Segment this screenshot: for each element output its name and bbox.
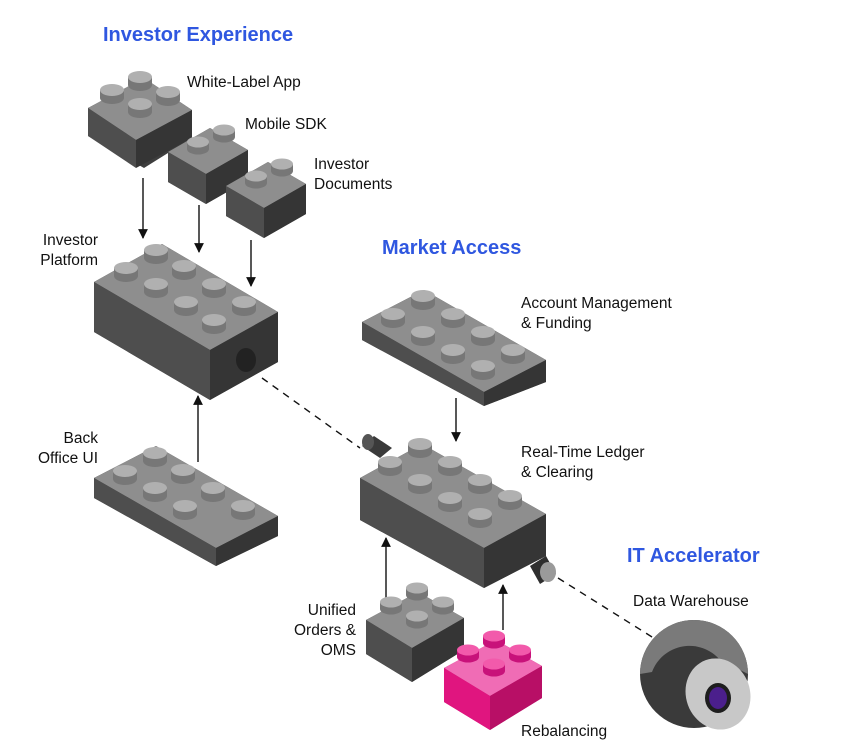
stud	[143, 447, 167, 467]
warehouse-core	[709, 687, 727, 709]
stud	[143, 482, 167, 502]
label-line: & Clearing	[521, 464, 594, 481]
stud	[128, 98, 152, 118]
stud	[144, 244, 168, 264]
stud	[202, 278, 226, 298]
label-line: Documents	[314, 176, 393, 193]
stud	[509, 644, 531, 663]
stud	[174, 296, 198, 316]
section-title-investor-experience: Investor Experience	[103, 24, 294, 46]
stud	[271, 158, 293, 177]
stud	[438, 492, 462, 512]
stud	[483, 658, 505, 677]
investor-platform-brick[interactable]	[94, 244, 278, 400]
connectors	[138, 178, 661, 643]
unified-orders-brick[interactable]	[366, 582, 464, 683]
label-line: Office UI	[37, 450, 98, 467]
stud	[468, 474, 492, 494]
stud	[128, 71, 152, 91]
stud	[408, 438, 432, 458]
stud	[501, 344, 525, 364]
section-title-it-accelerator: IT Accelerator	[627, 545, 760, 567]
stud	[441, 308, 465, 328]
section-title-market-access: Market Access	[382, 237, 522, 259]
data-warehouse-sphere[interactable]	[640, 620, 760, 739]
stud	[171, 464, 195, 484]
stud	[378, 456, 402, 476]
stud	[231, 500, 255, 520]
label-white-label-app: White-Label App	[187, 74, 301, 91]
stud	[406, 582, 428, 601]
dashed-platform-to-ledger	[261, 377, 361, 449]
stud	[232, 296, 256, 316]
label-line: Platform	[40, 252, 98, 269]
rebalancing-brick[interactable]	[444, 630, 542, 731]
stud	[457, 644, 479, 663]
stud	[411, 326, 435, 346]
label-line: Investor	[42, 232, 98, 249]
label-line: OMS	[320, 642, 356, 659]
label-line: Orders &	[293, 622, 356, 639]
label-line: Unified	[307, 602, 356, 619]
stud	[468, 508, 492, 528]
stud	[172, 260, 196, 280]
stud	[156, 86, 180, 106]
stud	[483, 630, 505, 649]
label-unified-orders: Unified Orders & OMS	[280, 601, 356, 661]
stud	[144, 278, 168, 298]
label-line: Account Management	[521, 295, 672, 312]
stud	[432, 596, 454, 615]
label-data-warehouse: Data Warehouse	[633, 593, 749, 610]
label-mobile-sdk: Mobile SDK	[245, 116, 327, 133]
ledger-right-connector	[530, 556, 556, 584]
stud	[245, 170, 267, 189]
stud	[113, 465, 137, 485]
stud	[187, 136, 209, 155]
stud	[471, 326, 495, 346]
stud	[438, 456, 462, 476]
label-line: & Funding	[521, 315, 592, 332]
stud	[202, 314, 226, 334]
stud	[406, 610, 428, 629]
stud	[471, 360, 495, 380]
label-line: Real-Time Ledger	[521, 444, 645, 461]
account-management-brick[interactable]	[362, 290, 546, 406]
ledger-left-connector	[362, 434, 392, 458]
stud	[381, 308, 405, 328]
label-line: Back	[63, 430, 98, 447]
stud	[498, 490, 522, 510]
label-account-management: Account Management & Funding	[521, 294, 672, 334]
real-time-ledger-brick[interactable]	[360, 434, 556, 588]
label-line: Investor	[314, 156, 370, 173]
label-rebalancing: Rebalancing	[521, 723, 608, 740]
back-office-ui-brick[interactable]	[94, 446, 278, 566]
stud	[173, 500, 197, 520]
stud	[114, 262, 138, 282]
stud	[441, 344, 465, 364]
stud	[380, 596, 402, 615]
label-investor-platform: Investor Platform	[22, 231, 98, 271]
stud	[411, 290, 435, 310]
connector-socket	[236, 348, 256, 372]
stud	[408, 474, 432, 494]
stud	[201, 482, 225, 502]
stud	[100, 84, 124, 104]
label-real-time-ledger: Real-Time Ledger & Clearing	[521, 443, 644, 483]
investor-documents-brick[interactable]	[226, 158, 306, 239]
mobile-sdk-brick[interactable]	[168, 124, 248, 205]
label-back-office-ui: Back Office UI	[22, 429, 98, 469]
stud	[213, 124, 235, 143]
label-investor-documents: Investor Documents	[314, 155, 392, 195]
white-label-app-brick[interactable]	[88, 71, 192, 168]
